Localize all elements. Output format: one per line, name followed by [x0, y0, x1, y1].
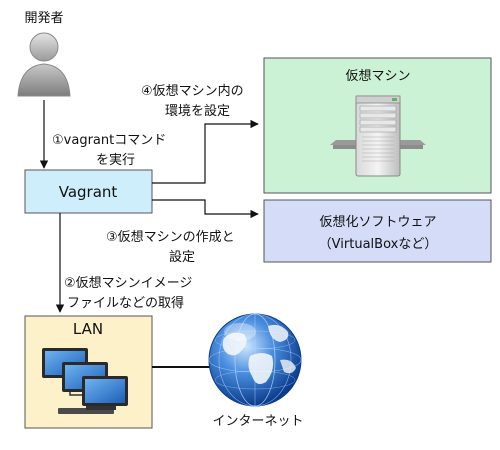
vagrant-node: Vagrant [24, 169, 153, 214]
developer-label: 開発者 [24, 11, 63, 26]
internet-node: インターネット [208, 313, 304, 429]
arrow-vagrant-to-virtualization [152, 199, 259, 219]
globe-icon [208, 313, 302, 407]
svg-text:①vagrantコマンド: ①vagrantコマンド [52, 133, 166, 148]
step2-label: ②仮想マシンイメージ ファイルなどの取得 [64, 275, 192, 311]
virtualization-label-line1: 仮想化ソフトウェア [319, 214, 436, 230]
vm-label: 仮想マシン [345, 68, 410, 84]
vagrant-label: Vagrant [59, 183, 118, 201]
networked-computers-icon [42, 348, 128, 414]
internet-label: インターネット [212, 414, 303, 429]
step1-label: ①vagrantコマンド を実行 [52, 133, 166, 168]
svg-text:を実行: を実行 [96, 152, 135, 168]
vagrant-box [24, 169, 153, 214]
vm-node: 仮想マシン [263, 57, 492, 194]
svg-text:④仮想マシン内の: ④仮想マシン内の [141, 83, 244, 99]
svg-text:環境を設定: 環境を設定 [165, 103, 230, 119]
virtualization-box [263, 199, 492, 263]
developer-node: 開発者 [17, 11, 71, 97]
server-icon [330, 95, 426, 177]
svg-text:ファイルなどの取得: ファイルなどの取得 [67, 295, 184, 311]
step4-label: ④仮想マシン内の 環境を設定 [141, 83, 244, 119]
lan-node: LAN [24, 315, 153, 429]
svg-text:設定: 設定 [169, 249, 195, 265]
svg-text:②仮想マシンイメージ: ②仮想マシンイメージ [64, 275, 192, 291]
svg-text:③仮想マシンの作成と: ③仮想マシンの作成と [106, 229, 235, 245]
virtualization-node: 仮想化ソフトウェア （VirtualBoxなど） [263, 199, 492, 263]
user-silhouette-icon [17, 32, 71, 97]
arrow-vagrant-to-vm [152, 119, 259, 184]
virtualization-label-line2: （VirtualBoxなど） [319, 237, 438, 252]
step3-label: ③仮想マシンの作成と 設定 [106, 229, 235, 265]
lan-label: LAN [73, 320, 103, 338]
